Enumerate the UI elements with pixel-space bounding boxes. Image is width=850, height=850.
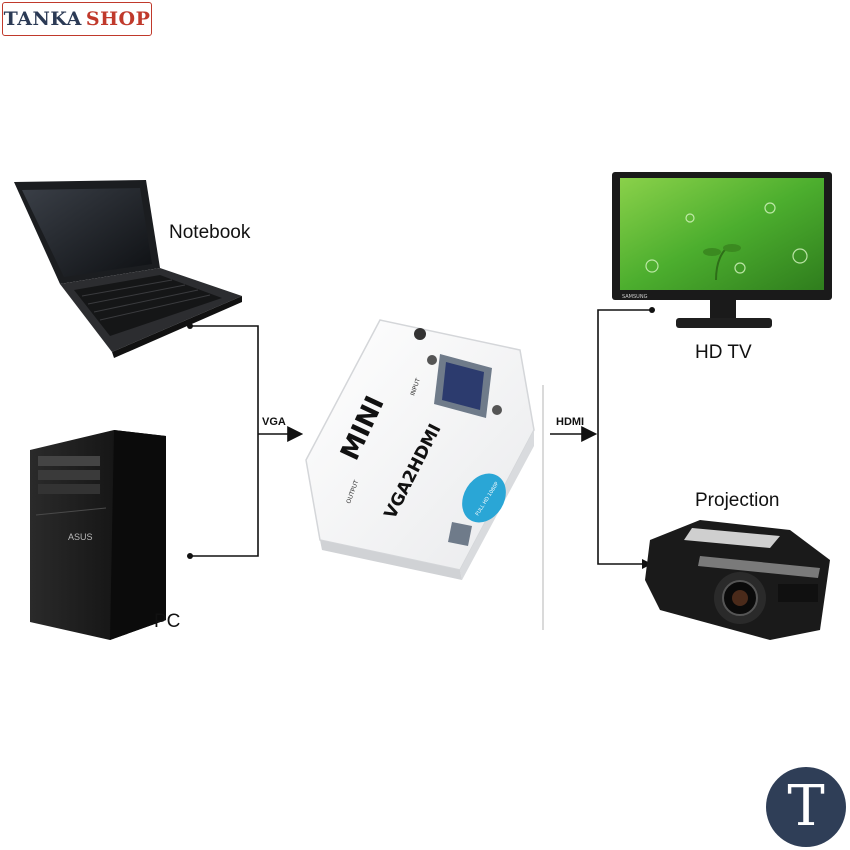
projector-image	[645, 520, 830, 640]
monitor-brand-text: SAMSUNG	[622, 294, 648, 300]
hdtv-image	[612, 172, 832, 328]
pc-connector-dot	[187, 553, 193, 559]
hdmi-label: HDMI	[556, 416, 585, 428]
brand-word-1: TANKA	[3, 8, 82, 30]
tv-connector-dot	[649, 307, 655, 313]
pc-brand-text: ASUS	[68, 532, 93, 542]
notebook-image	[14, 180, 242, 358]
corner-logo-circle	[766, 767, 846, 847]
vga-label: VGA	[262, 416, 286, 428]
brand-logo: TANKA SHOP	[2, 2, 152, 36]
hdtv-label: HD TV	[695, 342, 752, 363]
corner-logo-letter: T	[787, 774, 825, 839]
pc-label: PC	[154, 611, 181, 632]
vga-connector-lines	[190, 325, 304, 557]
brand-word-2: SHOP	[85, 8, 151, 30]
notebook-connector-dot	[187, 323, 193, 329]
projection-label: Projection	[695, 490, 780, 511]
notebook-label: Notebook	[169, 222, 251, 243]
hdmi-connector-lines	[550, 309, 652, 565]
vga2hdmi-adapter-image	[305, 319, 535, 580]
pc-image	[30, 430, 166, 640]
